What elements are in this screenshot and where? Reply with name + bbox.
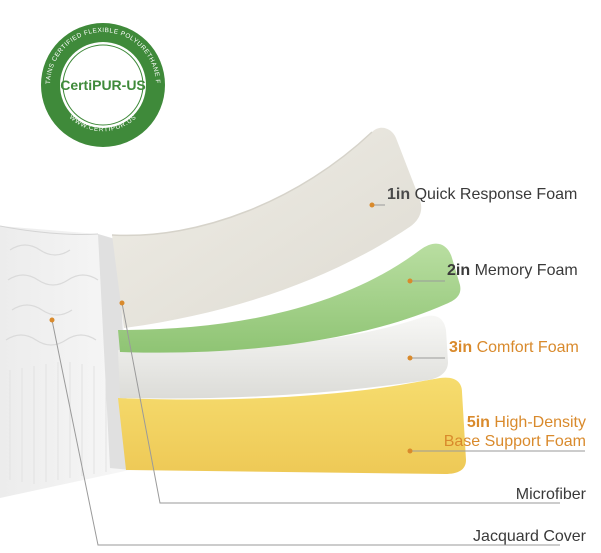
layer2-thickness: 2in [447, 262, 471, 279]
leader-dots [49, 202, 413, 454]
layer3-thickness: 3in [449, 339, 473, 356]
label-base-support-foam: 5in High-Density Base Support Foam [420, 413, 586, 451]
certipur-badge: CONTAINS CERTIFIED FLEXIBLE POLYURETHANE… [0, 0, 168, 150]
layer4-name-line2: Base Support Foam [443, 433, 586, 450]
comfort-foam-layer [118, 315, 448, 399]
layer1-thickness: 1in [387, 186, 411, 203]
microfiber-text: Microfiber [515, 486, 586, 503]
base-foam-layer [118, 377, 466, 474]
memory-foam-layer [118, 243, 461, 353]
layer4-name-line1: High-Density [494, 414, 586, 431]
label-microfiber: Microfiber [420, 486, 586, 504]
jacquard-cover-block [0, 225, 130, 498]
layer3-name: Comfort Foam [476, 339, 579, 356]
label-jacquard-cover: Jacquard Cover [420, 528, 586, 546]
layer1-name: Quick Response Foam [414, 186, 578, 203]
layer2-name: Memory Foam [474, 262, 578, 279]
jacquard-text: Jacquard Cover [473, 528, 586, 545]
label-quick-response-foam: 1in Quick Response Foam [387, 186, 577, 204]
label-comfort-foam: 3in Comfort Foam [449, 339, 579, 357]
quick-response-foam-layer [112, 127, 422, 328]
label-memory-foam: 2in Memory Foam [447, 262, 578, 280]
certipur-logo: CertiPUR-US [60, 77, 146, 93]
layer4-thickness: 5in [466, 414, 490, 431]
